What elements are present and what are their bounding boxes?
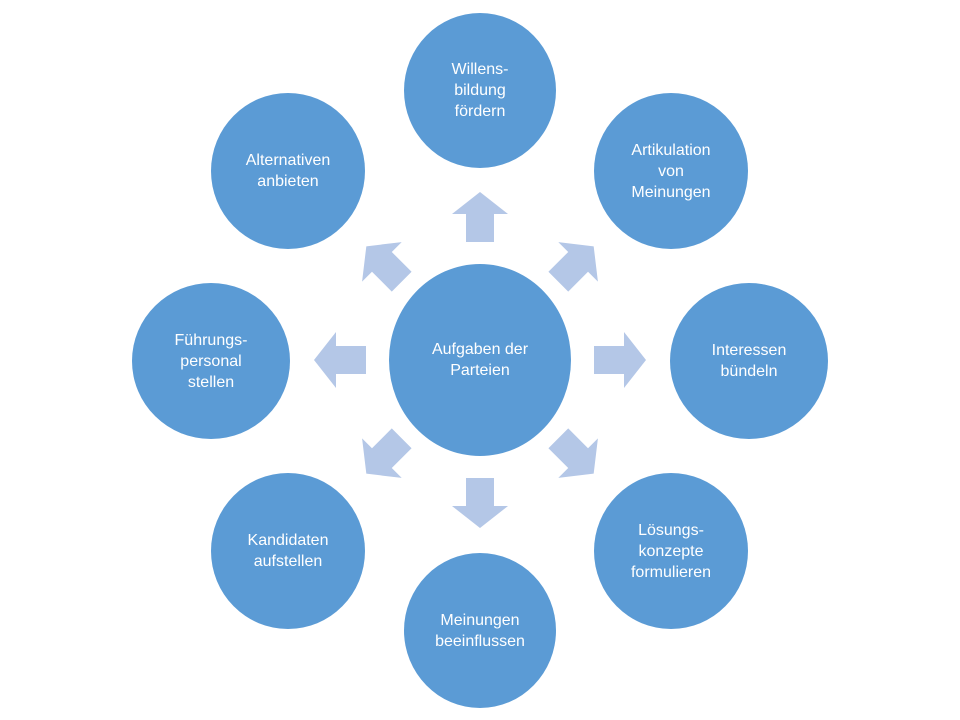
node-interessen: Interessen bündeln xyxy=(670,283,828,439)
node-label: Meinungen beeinflussen xyxy=(435,611,525,650)
center-circle: Aufgaben der Parteien xyxy=(389,264,571,456)
arrow-up-left-icon xyxy=(362,242,412,292)
node-meinungen: Meinungen beeinflussen xyxy=(404,553,556,708)
arrow-down-left-icon xyxy=(362,428,412,478)
node-label: Kandidaten aufstellen xyxy=(247,532,329,570)
node-label: Alternativen anbieten xyxy=(245,152,331,190)
center-label: Aufgaben der Parteien xyxy=(431,341,529,379)
arrow-up-right-icon xyxy=(548,242,598,292)
arrow-down-right-icon xyxy=(548,428,598,478)
node-label: Interessen bündeln xyxy=(711,342,787,380)
node-artikulation: Artikulation von Meinungen xyxy=(594,93,748,249)
arrow-left-icon xyxy=(314,332,366,388)
node-label: Artikulation von Meinungen xyxy=(631,141,711,201)
node-label: Führungs- personal stellen xyxy=(174,331,248,391)
node-loesungskonzepte: Lösungs- konzepte formulieren xyxy=(594,473,748,629)
node-kandidaten: Kandidaten aufstellen xyxy=(211,473,365,629)
node-fuehrungspersonal: Führungs- personal stellen xyxy=(132,283,290,439)
node-label: Lösungs- konzepte formulieren xyxy=(630,521,712,581)
arrow-right-icon xyxy=(594,332,646,388)
arrow-down-icon xyxy=(452,478,508,528)
node-label: Willens- bildung fördern xyxy=(451,61,509,120)
arrow-up-icon xyxy=(452,192,508,242)
node-willensbildung: Willens- bildung fördern xyxy=(404,13,556,168)
node-alternativen: Alternativen anbieten xyxy=(211,93,365,249)
